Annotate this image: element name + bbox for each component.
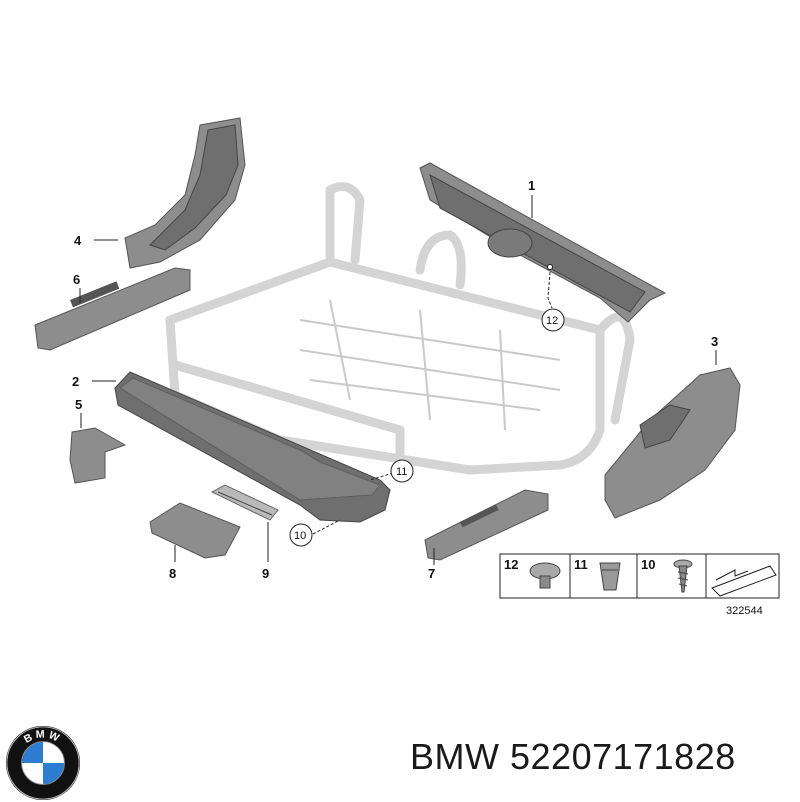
part-6-trim-strip	[34, 267, 191, 351]
svg-text:10: 10	[641, 557, 655, 572]
legend-item-wedge	[711, 565, 777, 597]
svg-text:11: 11	[574, 557, 588, 572]
fastener-legend: 12 11 10 322	[499, 553, 780, 617]
part-9-bracket	[210, 484, 279, 521]
part-labels: 1 2 3 4 5 6 7 8 9	[72, 178, 718, 581]
trim-wedge-icon	[711, 565, 777, 597]
brand-name: BMW	[410, 736, 500, 777]
part-number: 52207171828	[510, 736, 736, 777]
push-clip-icon	[529, 562, 561, 589]
label-part-9: 9	[262, 566, 269, 581]
label-part-3: 3	[711, 334, 718, 349]
leader-lines	[79, 195, 717, 565]
callout-11: 11	[390, 459, 414, 483]
label-part-5: 5	[75, 397, 82, 412]
part-8-small-panel	[149, 502, 241, 559]
part-2-side-trim	[114, 371, 391, 523]
label-part-6: 6	[73, 272, 80, 287]
callout-12: 12	[541, 308, 565, 332]
part-1-rear-trim	[419, 162, 667, 323]
label-part-8: 8	[169, 566, 176, 581]
svg-text:10: 10	[294, 530, 306, 542]
part-4-side-cover	[124, 117, 246, 269]
label-part-1: 1	[528, 178, 535, 193]
label-part-4: 4	[74, 233, 82, 248]
label-part-2: 2	[72, 374, 79, 389]
product-caption: BMW 52207171828	[410, 736, 736, 778]
svg-text:11: 11	[396, 466, 407, 478]
legend-item-12: 12	[504, 557, 561, 589]
expanding-nut-icon	[599, 562, 621, 591]
part-5-cover-clip	[69, 427, 127, 484]
svg-text:BMW: BMW	[22, 728, 64, 745]
diagram-number: 322544	[726, 605, 763, 617]
legend-item-11: 11	[574, 557, 621, 591]
bmw-roundel-icon: BMW	[5, 725, 81, 801]
svg-text:12: 12	[546, 315, 558, 327]
callout-10: 10	[289, 523, 313, 547]
seat-frame	[165, 182, 635, 480]
self-tapping-screw-icon	[673, 559, 693, 593]
part-3-side-cover	[604, 367, 741, 519]
circled-callouts: 12 11 10	[289, 308, 565, 547]
legend-item-10: 10	[641, 557, 693, 593]
part-7-trim-strip	[424, 489, 549, 561]
svg-text:12: 12	[504, 557, 518, 572]
label-part-7: 7	[428, 566, 435, 581]
